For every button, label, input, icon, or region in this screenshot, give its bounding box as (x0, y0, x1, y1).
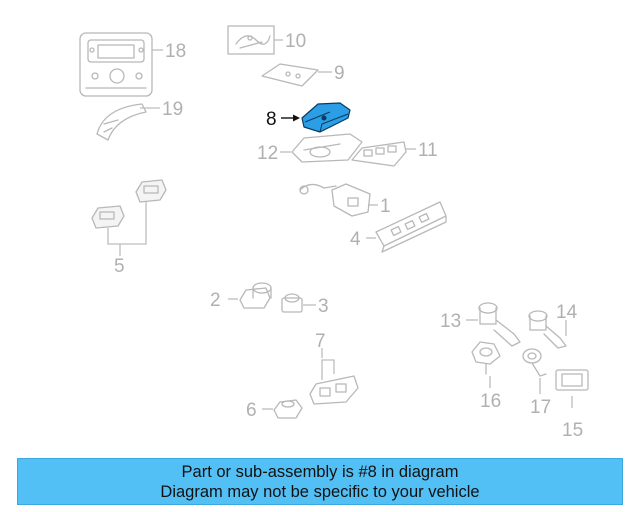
banner-line-2: Diagram may not be specific to your vehi… (160, 482, 480, 501)
callout-8[interactable]: 8 (266, 109, 277, 130)
callout-11[interactable]: 11 (418, 140, 438, 161)
part-9-bracket[interactable] (261, 63, 319, 87)
part-19-bezel[interactable] (96, 103, 147, 141)
part-3-knob[interactable] (281, 293, 303, 313)
callout-12[interactable]: 12 (257, 143, 278, 164)
banner-line-1: Part or sub-assembly is #8 in diagram (181, 462, 459, 481)
callout-16[interactable]: 16 (480, 391, 501, 412)
part-16-socket[interactable] (471, 341, 501, 375)
callout-7[interactable]: 7 (315, 331, 326, 352)
callout-19[interactable]: 19 (162, 99, 183, 120)
part-5-switch-pair[interactable] (91, 179, 167, 229)
part-15-switch[interactable] (555, 369, 589, 391)
part-13-connector[interactable] (478, 302, 521, 347)
part-12-tray[interactable] (291, 133, 363, 163)
part-4-switch-bank[interactable] (375, 201, 447, 253)
part-6-small-switch[interactable] (273, 399, 303, 419)
callout-14[interactable]: 14 (556, 302, 578, 323)
callout-6[interactable]: 6 (246, 400, 257, 421)
parts-diagram: 18 19 10 9 8 12 (79, 25, 589, 441)
part-14-connector[interactable] (528, 310, 567, 349)
callout-17[interactable]: 17 (530, 397, 551, 418)
callout-9[interactable]: 9 (334, 63, 345, 84)
callout-4[interactable]: 4 (350, 229, 361, 250)
part-18-radio-unit[interactable] (79, 32, 153, 97)
part-10-harness[interactable] (227, 25, 275, 55)
part-11-switch-panel[interactable] (351, 141, 407, 167)
part-17-socket[interactable] (522, 348, 547, 377)
callout-5[interactable]: 5 (114, 256, 125, 277)
callout-15[interactable]: 15 (562, 420, 583, 441)
part-2-rotary-switch[interactable] (239, 282, 272, 309)
part-1-switch[interactable] (299, 183, 371, 217)
part-8-control-module[interactable] (301, 102, 351, 133)
callout-10[interactable]: 10 (285, 31, 306, 52)
callout-13[interactable]: 13 (440, 311, 461, 332)
callout-3[interactable]: 3 (318, 296, 329, 317)
callout-18[interactable]: 18 (165, 41, 186, 62)
callout-2[interactable]: 2 (210, 290, 221, 311)
part-7-switch[interactable] (309, 375, 359, 405)
info-banner: Part or sub-assembly is #8 in diagram Di… (17, 458, 623, 505)
callout-1[interactable]: 1 (380, 196, 391, 217)
